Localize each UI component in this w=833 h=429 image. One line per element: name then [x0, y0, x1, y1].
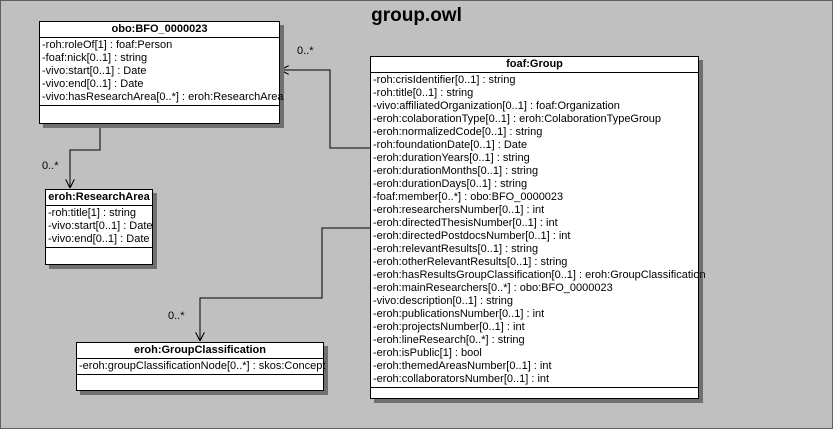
attribute: -roh:title[1] : string [48, 207, 137, 219]
attribute-list: -roh:crisIdentifier[0..1] : string -roh:… [371, 73, 706, 388]
attribute: -vivo:end[0..1] : Date [42, 78, 144, 90]
attribute: -roh:foundationDate[0..1] : Date [373, 139, 528, 151]
link-bfo-to-research-area [70, 123, 101, 188]
attribute: -vivo:hasResearchArea[0..*] : eroh:Resea… [42, 91, 284, 103]
attribute: -foaf:member[0..*] : obo:BFO_0000023 [373, 191, 564, 203]
attribute: -vivo:description[0..1] : string [373, 295, 514, 307]
class-research-area[interactable]: eroh:ResearchArea -roh:title[1] : string… [45, 189, 153, 265]
attribute: -eroh:otherRelevantResults[0..1] : strin… [373, 256, 568, 268]
attribute: -eroh:colaborationType[0..1] : eroh:Cola… [373, 113, 662, 125]
attribute: -eroh:normalizedCode[0..1] : string [373, 126, 543, 138]
attribute: -eroh:relevantResults[0..1] : string [373, 243, 539, 255]
attribute: -eroh:hasResultsGroupClassification[0..1… [373, 269, 706, 281]
attribute: -eroh:publicationsNumber[0..1] : int [373, 308, 545, 320]
attribute: -eroh:projectsNumber[0..1] : int [373, 321, 525, 333]
link-group-to-bfo [280, 70, 370, 149]
attribute: -eroh:researchersNumber[0..1] : int [373, 204, 545, 216]
attribute: -eroh:durationMonths[0..1] : string [373, 165, 539, 177]
attribute: -eroh:collaboratorsNumber[0..1] : int [373, 373, 550, 385]
attribute-list: -eroh:groupClassificationNode[0..*] : sk… [77, 359, 326, 375]
class-name: eroh:GroupClassification [77, 343, 323, 359]
attribute: -vivo:affiliatedOrganization[0..1] : foa… [373, 100, 620, 112]
class-name: foaf:Group [371, 57, 698, 73]
class-group-classification[interactable]: eroh:GroupClassification -eroh:groupClas… [76, 342, 326, 391]
class-name: eroh:ResearchArea [46, 190, 152, 206]
attribute-list: -roh:roleOf[1] : foaf:Person -foaf:nick[… [40, 38, 284, 106]
multiplicity-group-bfo: 0..* [297, 45, 314, 57]
class-bfo-0000023[interactable]: obo:BFO_0000023 -roh:roleOf[1] : foaf:Pe… [39, 21, 284, 124]
attribute: -eroh:durationDays[0..1] : string [373, 178, 528, 190]
attribute: -eroh:directedPostdocsNumber[0..1] : int [373, 230, 571, 242]
class-foaf-group[interactable]: foaf:Group -roh:crisIdentifier[0..1] : s… [370, 56, 706, 399]
diagram-title: group.owl [371, 5, 462, 26]
attribute: -eroh:groupClassificationNode[0..*] : sk… [79, 360, 326, 372]
attribute: -eroh:lineResearch[0..*] : string [373, 334, 525, 346]
attribute: -vivo:start[0..1] : Date [42, 65, 147, 77]
link-group-to-classification [200, 227, 370, 341]
attribute: -eroh:durationYears[0..1] : string [373, 152, 530, 164]
attribute: -eroh:themedAreasNumber[0..1] : int [373, 360, 552, 372]
attribute: -vivo:start[0..1] : Date [48, 220, 153, 232]
class-name: obo:BFO_0000023 [40, 22, 279, 38]
attribute-list: -roh:title[1] : string -vivo:start[0..1]… [46, 206, 153, 248]
multiplicity-group-classification: 0..* [168, 310, 185, 322]
attribute: -roh:roleOf[1] : foaf:Person [42, 39, 173, 51]
attribute: -foaf:nick[0..1] : string [42, 52, 148, 64]
attribute: -roh:title[0..1] : string [373, 87, 474, 99]
attribute: -roh:crisIdentifier[0..1] : string [373, 74, 516, 86]
attribute: -eroh:directedThesisNumber[0..1] : int [373, 217, 558, 229]
multiplicity-bfo-research-area: 0..* [42, 160, 59, 172]
attribute: -vivo:end[0..1] : Date [48, 233, 150, 245]
attribute: -eroh:mainResearchers[0..*] : obo:BFO_00… [373, 282, 613, 294]
attribute: -eroh:isPublic[1] : bool [373, 347, 482, 359]
